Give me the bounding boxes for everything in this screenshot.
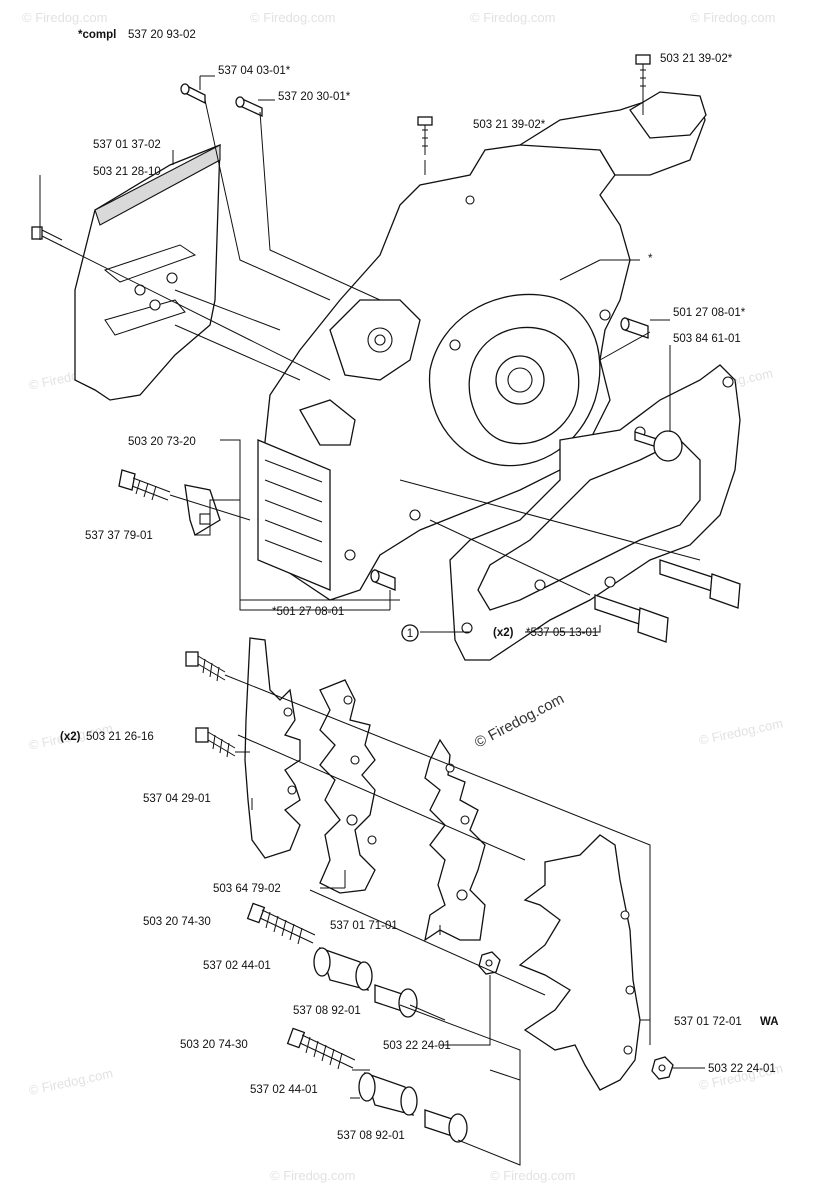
label-bushing-1: 537 02 44-01 (203, 960, 271, 972)
label-cover-plate-2: 503 21 28-10 (93, 166, 161, 178)
nut-2 (651, 1056, 674, 1080)
bearing-bore (507, 367, 533, 393)
label-spacer-1: 537 08 92-01 (293, 1005, 361, 1017)
bolt-right-2 (594, 594, 669, 643)
label-sleeve-bottom: *501 27 08-01 (272, 606, 344, 618)
callout-labels: 537 04 03-01* 537 20 30-01* 503 21 39-02… (60, 53, 779, 1142)
plug-right (634, 430, 683, 462)
watermark: © Firedog.com (22, 10, 107, 25)
label-bushing-2: 537 02 44-01 (250, 1084, 318, 1096)
watermark: © Firedog.com (698, 715, 785, 747)
watermark: © Firedog.com (28, 1065, 115, 1097)
assembly-number: 537 20 93-02 (128, 29, 196, 41)
screw-top-right (635, 54, 651, 92)
watermark: © Firedog.com (470, 10, 555, 25)
label-bolt-long-1: 503 20 74-30 (143, 916, 211, 928)
bolt-long-1 (246, 902, 316, 945)
label-gasket-part: *537 05 13-01 (526, 627, 598, 639)
label-nut-1: 503 22 24-01 (383, 1040, 451, 1052)
sleeve-right (620, 317, 649, 339)
bushing-1 (313, 946, 373, 991)
bolt-long-2 (286, 1027, 356, 1070)
label-clip-left: 537 37 79-01 (85, 530, 153, 542)
label-screw-left-qty: (x2) (60, 731, 81, 743)
leader-lines-lower (224, 674, 705, 1166)
bolt-left (118, 469, 171, 501)
label-spike-plate-4: 537 01 72-01 (674, 1016, 742, 1028)
label-gasket-qty: (x2) (493, 627, 514, 639)
spike-plate-3 (424, 738, 486, 942)
bolt-right-1 (659, 559, 741, 609)
label-screw-top-right: 503 21 39-02* (660, 53, 733, 65)
label-spike-plate-1: 537 04 29-01 (143, 793, 211, 805)
spike-plate-2 (319, 679, 377, 894)
spacer-2 (424, 1109, 468, 1143)
bushing-2 (358, 1071, 418, 1116)
label-nut-2: 503 22 24-01 (708, 1063, 776, 1075)
cover-plate (74, 144, 221, 401)
label-spacer-2: 537 08 92-01 (337, 1130, 405, 1142)
label-screw-top-mid: 503 21 39-02* (473, 119, 546, 131)
assembly-prefix: *compl (78, 29, 116, 41)
watermark: © Firedog.com (490, 1168, 575, 1183)
label-cover-plate-1: 537 01 37-02 (93, 139, 161, 151)
sleeve-bottom (370, 569, 396, 591)
watermark: © Firedog.com (690, 10, 775, 25)
screw-plate-2 (195, 727, 236, 758)
ref-marker-icon: 1 (401, 624, 419, 642)
leader-lines-upper (39, 75, 701, 633)
label-spike-plate-3: 537 01 71-01 (330, 920, 398, 932)
label-screw-left-part: 503 21 26-16 (86, 731, 154, 743)
watermark: © Firedog.com (250, 10, 335, 25)
screw-top-mid (417, 116, 433, 155)
gasket-inner (477, 439, 701, 611)
crankcase-assembly (257, 91, 707, 601)
crankcase-fins (257, 439, 331, 591)
pin-top-1 (180, 83, 206, 105)
label-sleeve-right: 501 27 08-01* (673, 307, 746, 319)
pin-top-2 (235, 96, 263, 118)
watermark: © Firedog.com (270, 1168, 355, 1183)
label-spike-plate-2: 503 64 79-02 (213, 883, 281, 895)
screw-plate-1 (185, 651, 226, 682)
screw-left-cover (31, 226, 63, 247)
spike-plate-1 (244, 637, 301, 859)
spacer-1 (374, 984, 418, 1018)
center-watermark: © Firedog.com (472, 690, 567, 751)
label-plug-right: 503 84 61-01 (673, 333, 741, 345)
label-bolt-left: 503 20 73-20 (128, 436, 196, 448)
label-spike-plate-4-suffix: WA (760, 1016, 779, 1028)
spike-plate-4 (518, 834, 641, 1091)
label-crankcase-star: * (648, 253, 653, 265)
label-bolt-long-2: 503 20 74-30 (180, 1039, 248, 1051)
clip-left (184, 484, 221, 536)
ref-number: 1 (407, 628, 413, 640)
label-pin-top-2: 537 20 30-01* (278, 91, 351, 103)
label-pin-top-1: 537 04 03-01* (218, 65, 291, 77)
